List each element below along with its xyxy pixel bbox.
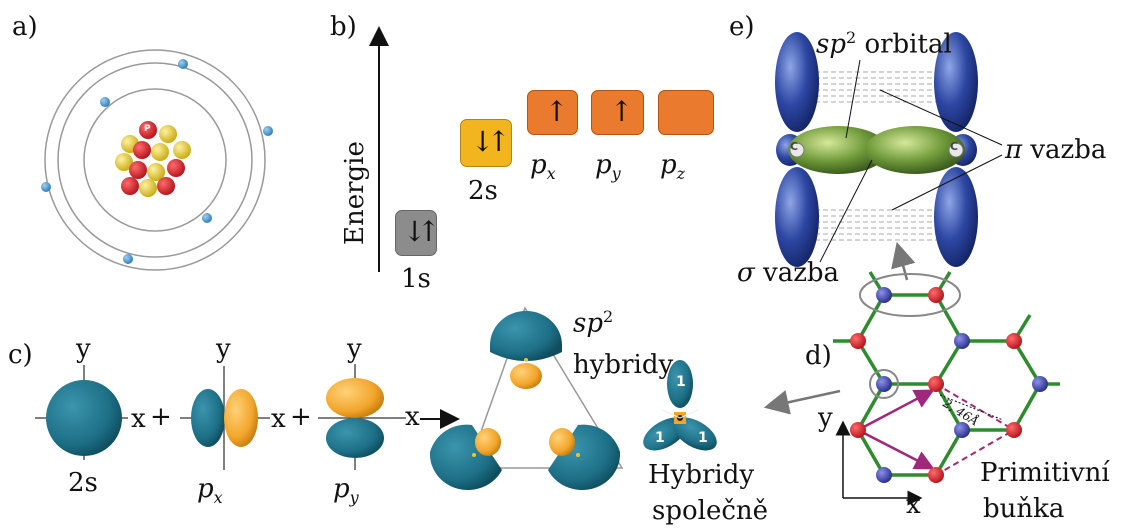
highlight-atom-circle [869,369,899,399]
label-px: px [197,474,223,508]
panel-label-c: c) [8,340,33,370]
p-lobe-left-bottom [775,167,819,267]
axis-y-s: y [76,334,91,364]
panel-label-b: b) [330,12,357,42]
leader-sp2 [845,59,861,139]
electron [123,254,133,264]
py-lobe-teal [326,418,384,458]
panel-label-a: a) [12,12,38,42]
pi-bond-label: π vazba [1005,135,1107,165]
p-lobe-right-bottom [934,167,978,267]
sp2-triangle [466,306,624,469]
proton-label: P [144,124,151,134]
sigma-bond-label: σ vazba [737,258,840,288]
px-lobe-teal [191,389,225,447]
electron [263,126,273,136]
orbit-middle [57,62,253,258]
atom-diagram [41,49,273,271]
nucleus [115,121,191,197]
s-orbital-sphere [46,380,122,456]
spin-up-arrow: ↑ [487,125,511,158]
bonding-diagram [775,32,1003,267]
sigma-lobe-right [865,126,965,174]
lobe-number-right: 1 [698,430,708,446]
lattice-bonds [833,271,1060,477]
spin-down-arrow: ↓ [403,215,427,248]
carbon-label-left: C [790,140,799,153]
level-label-1s: 1s [401,264,431,294]
sigma-lobe-left [788,126,888,174]
p-lobe-left-top [775,32,819,132]
orbital-box-pz [658,90,714,135]
plus-sign-2: + [290,402,312,432]
level-label-px: px [530,150,556,184]
primitive-cell-line2: buňka [983,494,1065,524]
sp2-lobe-top [490,311,562,361]
hybridization-diagram [35,306,841,491]
sp2-combined [643,360,717,451]
spin-up-arrow: ↑ [610,95,634,128]
label-2s: 2s [68,468,98,498]
lobe-number-top: 1 [676,374,686,390]
energy-axis-label: Energie [340,141,370,245]
orbital-box-1s: ↓ ↑ [395,210,441,256]
spin-up-arrow: ↑ [545,95,569,128]
electron [202,213,212,223]
orbit-outer [44,49,266,271]
leader-sigma [819,159,873,263]
electron [100,97,110,107]
hybrids-together-line1: Hybridy [648,460,755,490]
electron [41,182,51,192]
primitive-cell-line1: Primitivní [980,458,1110,488]
panel-label-e: e) [729,12,755,42]
axis-x-py: x [405,402,420,432]
label-py: py [333,474,359,508]
carbon-label-right: C [950,140,959,153]
arrow-lattice-to-bond [891,241,916,281]
sp2-hybrids-title: sp2 [573,307,614,339]
spin-down-arrow: ↓ [471,125,495,158]
sp2-lobe-right [548,424,621,491]
orbit-inner [83,88,227,232]
axis-x-s: x [131,404,146,434]
axis-y-py: y [347,334,362,364]
py-lobe-orange [326,378,384,418]
px-lobe-orange [224,389,258,447]
level-label-2s: 2s [468,176,498,206]
leader-pi-top [879,89,1003,146]
leader-pi-bottom [891,154,1003,211]
arrow-lattice-to-hybrid [763,389,841,415]
lattice-atoms [850,287,1048,483]
electron [178,59,188,69]
lobe-number-left: 1 [655,430,665,446]
primitive-cell [857,383,1015,476]
sp2-lobe-left [429,424,502,491]
orbital-box-2s: ↓ ↑ [460,119,512,167]
spin-up-arrow: ↑ [417,215,441,248]
lattice-axis-y-label: y [818,403,833,433]
level-label-pz: pz [660,150,686,184]
highlight-bond-oval [859,273,961,317]
hybrids-together-line2: společně [652,496,769,526]
sp2-orbital-label: sp2 orbital [816,28,952,60]
p-lobe-right-top [934,32,978,132]
plus-sign-1: + [150,402,172,432]
lattice-axis-x-label: x [906,490,921,520]
axis-y-px: y [216,334,231,364]
level-label-py: py [595,150,621,184]
orbital-box-px: ↑ [527,90,578,135]
graphene-lattice [833,271,1060,506]
axis-x-px: x [271,404,286,434]
sp2-hybrids-subtitle: hybridy [573,350,674,380]
panel-label-d: d) [805,341,832,371]
orbital-box-py: ↑ [591,90,644,135]
